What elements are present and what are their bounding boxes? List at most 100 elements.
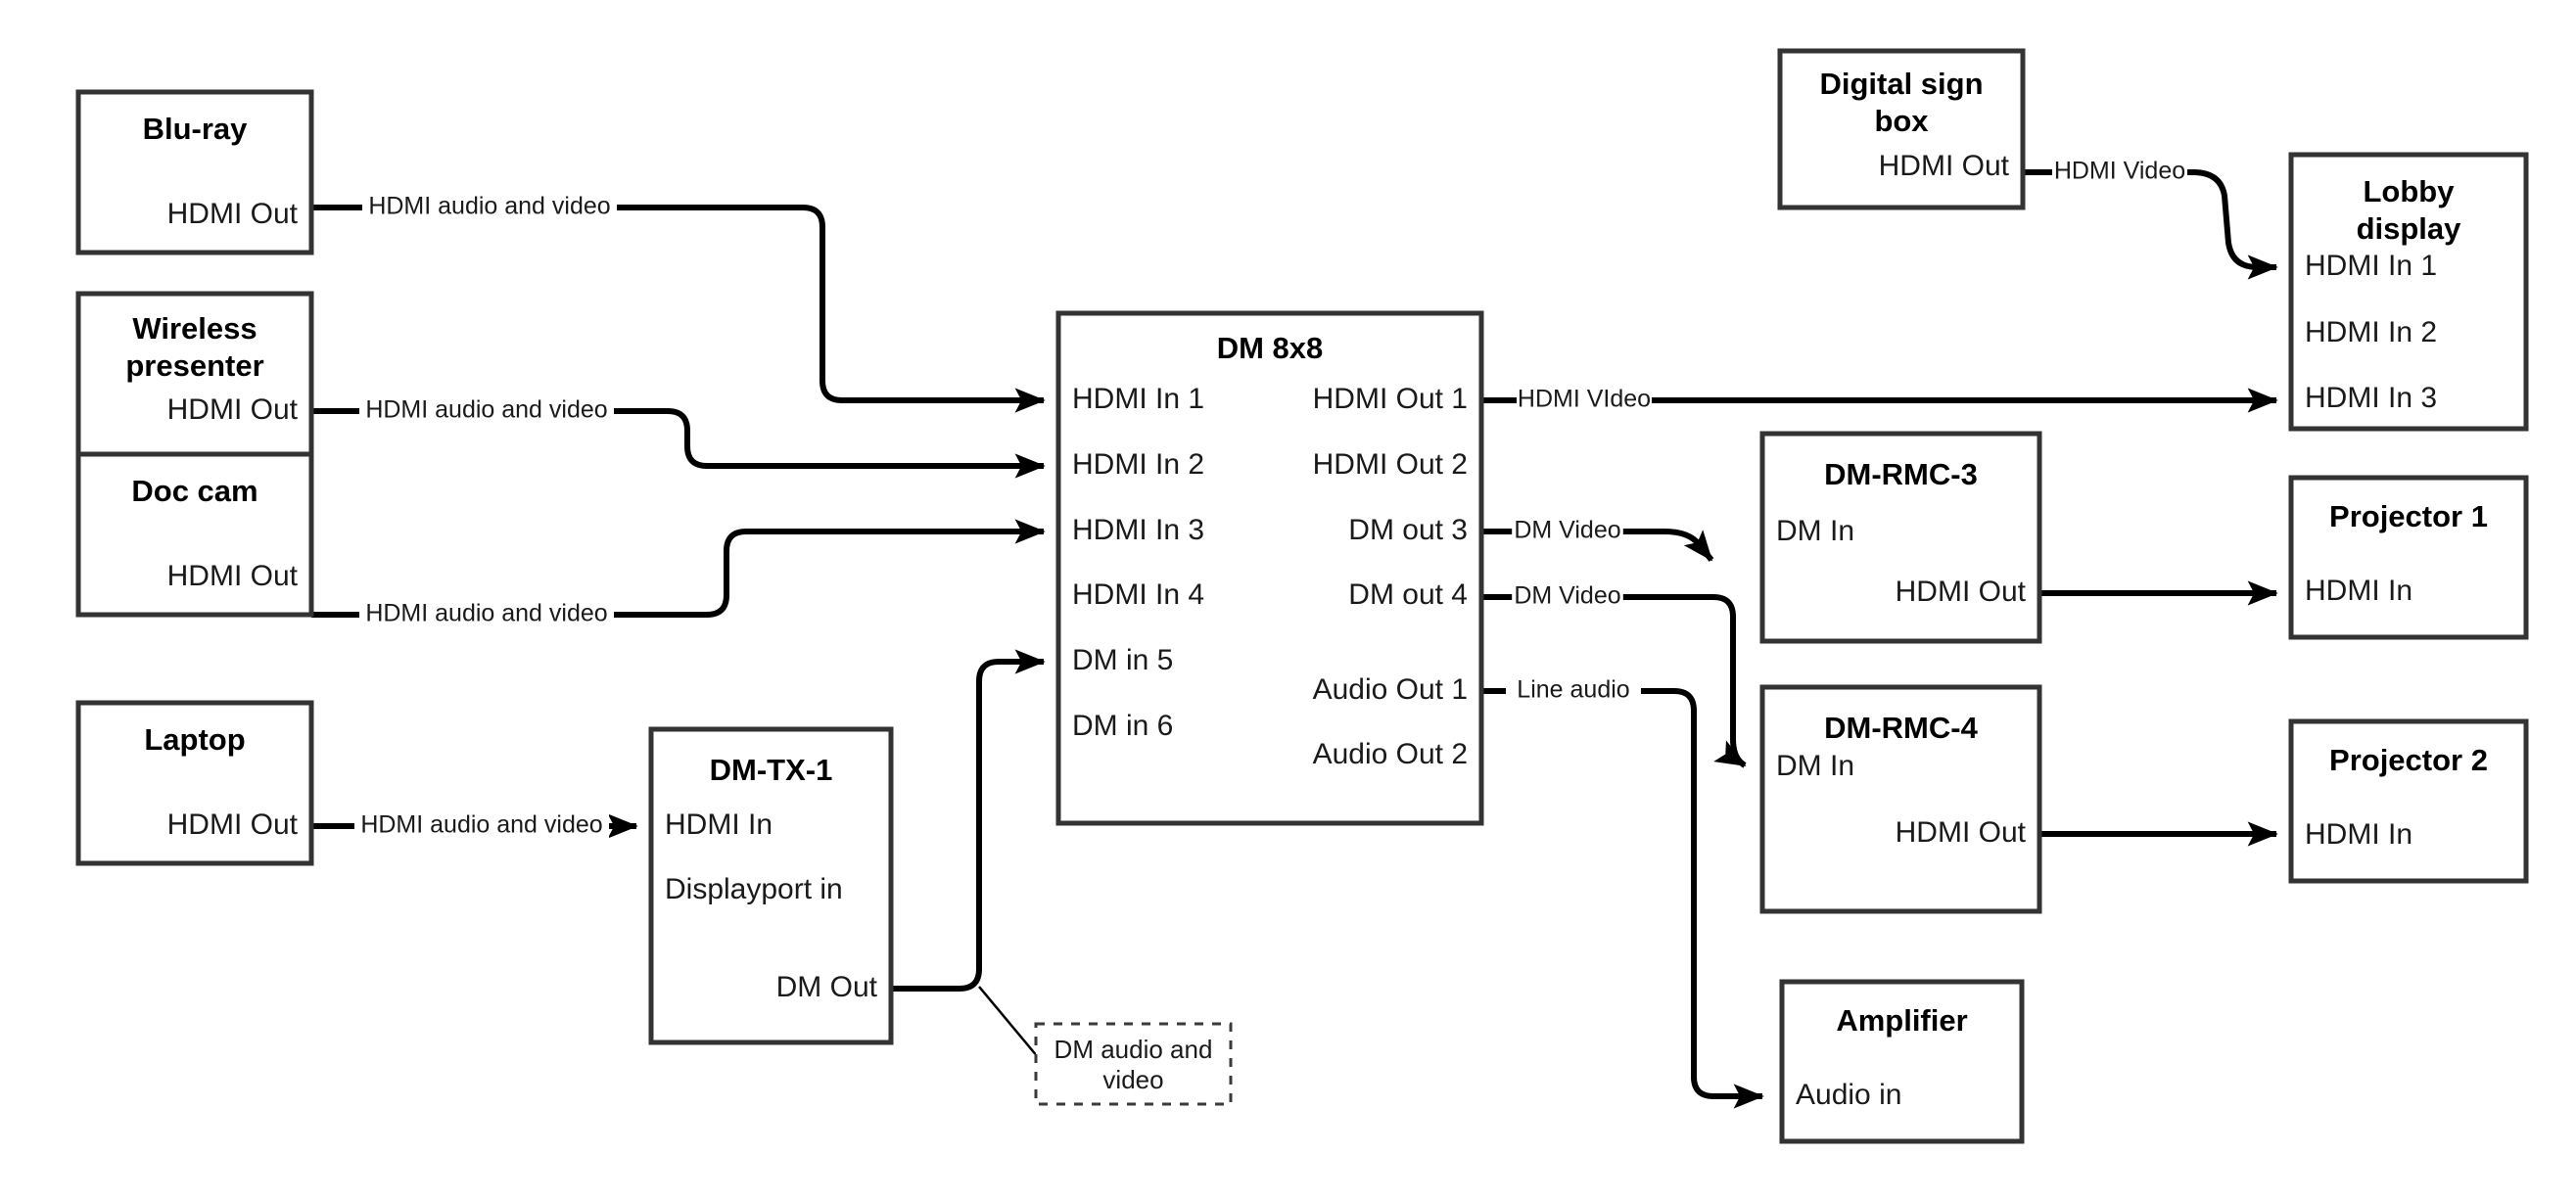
port-label-dm-out-3[interactable]: DM out 3 [1348, 514, 1468, 546]
port-label-audio-in[interactable]: Audio in [1796, 1079, 1901, 1111]
port-label-hdmi-out[interactable]: HDMI Out [167, 198, 299, 230]
edge-label: HDMI Video [2054, 158, 2185, 185]
port-label-hdmi-out[interactable]: HDMI Out [1896, 816, 2027, 849]
port-label-hdmi-out[interactable]: HDMI Out [1879, 150, 2010, 182]
node-box[interactable] [2288, 152, 2529, 432]
edge-label-backdrop [1512, 580, 1623, 614]
port-label-hdmi-in-3[interactable]: HDMI In 3 [1072, 514, 1204, 546]
node-box[interactable] [1759, 684, 2042, 914]
node-box[interactable] [1759, 431, 2042, 644]
port-label-hdmi-in-1[interactable]: HDMI In 1 [1072, 383, 1204, 415]
port-label-hdmi-out-2[interactable]: HDMI Out 2 [1313, 448, 1468, 481]
edge-label: DM Video [1514, 582, 1620, 610]
node-title: DM-RMC-4 [1824, 711, 1978, 745]
node-title: DM 8x8 [1217, 331, 1324, 365]
node-title: Amplifier [1836, 1003, 1967, 1038]
node-dm-rmc-3[interactable]: DM-RMC-3 DM In HDMI Out [1759, 431, 2042, 644]
port-label-hdmi-out[interactable]: HDMI Out [167, 560, 299, 592]
callout-leader-line [978, 986, 1039, 1058]
node-box[interactable] [1055, 310, 1484, 826]
edge-label: Line audio [1517, 676, 1629, 704]
edge-label-backdrop [1517, 384, 1652, 417]
edge-dm-tx-1-to-dm-in-5 [891, 649, 1046, 992]
port-label-dm-in-5[interactable]: DM in 5 [1072, 644, 1173, 676]
edge-label-backdrop [354, 809, 609, 843]
node-title: DM-RMC-3 [1824, 457, 1978, 491]
port-label-hdmi-out[interactable]: HDMI Out [167, 393, 299, 426]
port-label-dm-in[interactable]: DM In [1776, 750, 1854, 782]
edge-label: HDMI audio and video [365, 600, 607, 627]
port-label-dm-out[interactable]: DM Out [776, 971, 878, 1003]
node-box[interactable] [2288, 475, 2529, 640]
edge-label-backdrop [2052, 156, 2187, 189]
edge-label-backdrop [362, 191, 617, 224]
edge-line [2023, 169, 2278, 280]
node-dm-rmc-4[interactable]: DM-RMC-4 DM In HDMI Out [1759, 684, 2042, 914]
port-label-hdmi-in[interactable]: HDMI In [665, 808, 773, 841]
node-title: Doc cam [131, 474, 258, 508]
node-box[interactable] [75, 700, 314, 866]
port-label-dm-out-4[interactable]: DM out 4 [1348, 578, 1468, 611]
port-label-hdmi-in-4[interactable]: HDMI In 4 [1072, 578, 1204, 611]
edge-line [311, 408, 1046, 479]
edge-label: HDMI audio and video [368, 193, 610, 220]
node-title: Blu-ray [143, 112, 249, 146]
node-box[interactable] [648, 726, 894, 1045]
node-box[interactable] [75, 451, 314, 618]
port-label-hdmi-in[interactable]: HDMI In [2305, 575, 2412, 607]
port-label-hdmi-out-1[interactable]: HDMI Out 1 [1313, 383, 1468, 415]
port-label-hdmi-in-2[interactable]: HDMI In 2 [2305, 316, 2437, 348]
edge-label: DM Video [1514, 517, 1620, 544]
node-projector-1[interactable]: Projector 1 HDMI In [2288, 475, 2529, 640]
port-label-audio-out-1[interactable]: Audio Out 1 [1313, 673, 1468, 706]
node-box[interactable] [1777, 48, 2026, 210]
edge-label: HDMI audio and video [360, 811, 602, 839]
edge-hdmi-out-1-to-lobby-hdmi-in-3: HDMI VIdeo [1481, 384, 2278, 417]
port-label-hdmi-in-3[interactable]: HDMI In 3 [2305, 382, 2437, 414]
callout-box [1034, 1022, 1233, 1106]
port-label-displayport-in[interactable]: Displayport in [665, 873, 843, 905]
node-title: Laptop [144, 722, 245, 757]
edge-doc-cam-to-hdmi-in-3: HDMI audio and video [311, 519, 1046, 631]
edge-audio-out-1-to-amplifier: Line audio [1481, 674, 1764, 1109]
port-label-hdmi-in-1[interactable]: HDMI In 1 [2305, 250, 2437, 282]
edge-line [311, 519, 1046, 618]
node-title: Projector 1 [2329, 499, 2488, 533]
edge-dm-out-4-to-dm-rmc-4: DM Video [1481, 580, 1747, 768]
port-label-dm-in[interactable]: DM In [1776, 515, 1854, 547]
port-label-hdmi-in-2[interactable]: HDMI In 2 [1072, 448, 1204, 481]
node-box[interactable] [1779, 979, 2025, 1144]
node-box[interactable] [2288, 718, 2529, 884]
edge-line [1481, 688, 1764, 1109]
port-label-dm-in-6[interactable]: DM in 6 [1072, 710, 1173, 742]
port-label-hdmi-out[interactable]: HDMI Out [1896, 576, 2027, 608]
edge-label: HDMI audio and video [365, 396, 607, 424]
port-label-audio-out-2[interactable]: Audio Out 2 [1313, 738, 1468, 770]
port-label-hdmi-in[interactable]: HDMI In [2305, 818, 2412, 851]
node-box[interactable] [75, 291, 314, 457]
edge-dm-out-3-to-dm-rmc-3: DM Video [1481, 515, 1714, 562]
edge-label-backdrop [1512, 515, 1623, 548]
edge-laptop-to-dm-tx-1: HDMI audio and video [311, 809, 638, 843]
node-box[interactable] [75, 89, 314, 255]
edge-line [311, 205, 1046, 413]
edge-label: HDMI VIdeo [1518, 386, 1651, 413]
port-label-hdmi-out[interactable]: HDMI Out [167, 808, 299, 841]
